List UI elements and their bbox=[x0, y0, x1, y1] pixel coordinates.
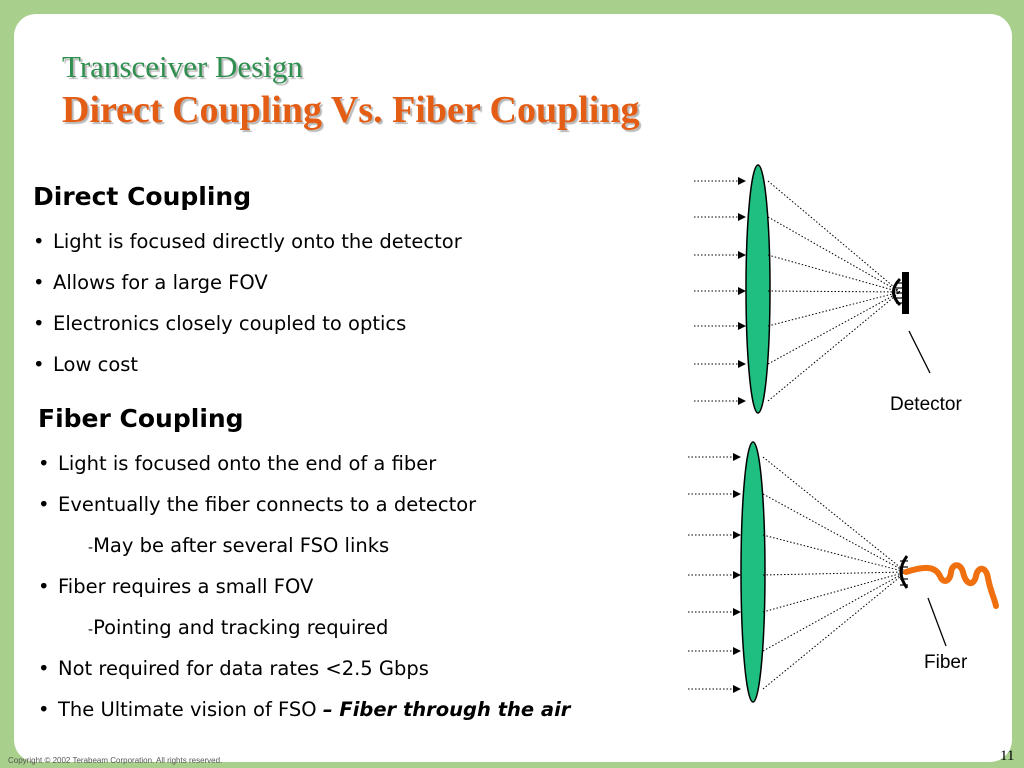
focused-ray bbox=[762, 534, 907, 573]
fiber-bullet-1: •Light is focused onto the end of a fibe… bbox=[38, 452, 437, 475]
fiber-bullet-3: •Fiber requires a small FOV bbox=[38, 575, 314, 598]
lens-shape bbox=[745, 164, 771, 414]
fiber-pointer-line bbox=[927, 597, 947, 647]
fiber-coupling-diagram bbox=[688, 441, 999, 703]
focused-ray bbox=[767, 291, 901, 327]
focused-ray bbox=[767, 290, 901, 293]
fiber-sub-bullet-2: -Pointing and tracking required bbox=[88, 616, 389, 639]
detector-label: Detector bbox=[890, 394, 962, 415]
focused-ray bbox=[767, 180, 901, 293]
detector-pointer-line bbox=[908, 330, 931, 374]
slide-background bbox=[14, 14, 1012, 762]
direct-coupling-diagram bbox=[694, 164, 931, 414]
fiber-cable bbox=[903, 562, 999, 609]
fiber-bullet-2: •Eventually the fiber connects to a dete… bbox=[38, 493, 477, 516]
fiber-label: Fiber bbox=[924, 652, 968, 673]
direct-bullet-4: •Low cost bbox=[33, 353, 139, 376]
focused-ray bbox=[762, 571, 907, 652]
focused-ray bbox=[762, 456, 907, 573]
fiber-coupling-heading: Fiber Coupling bbox=[38, 404, 244, 433]
focused-ray bbox=[767, 254, 901, 293]
fiber-sub-bullet-1: -May be after several FSO links bbox=[88, 534, 390, 557]
focused-ray bbox=[767, 291, 901, 365]
focused-ray bbox=[762, 571, 907, 690]
direct-coupling-heading: Direct Coupling bbox=[33, 182, 252, 211]
detector-bar bbox=[902, 272, 909, 314]
title-line-2: Direct Coupling Vs. Fiber Coupling bbox=[62, 89, 640, 131]
title-line-1: Transceiver Design bbox=[62, 49, 303, 84]
direct-bullet-2: •Allows for a large FOV bbox=[33, 271, 268, 294]
page-number: 11 bbox=[1000, 748, 1015, 764]
focused-ray bbox=[762, 571, 907, 576]
direct-bullet-1: •Light is focused directly onto the dete… bbox=[33, 230, 462, 253]
focused-ray bbox=[767, 216, 901, 293]
focused-ray bbox=[762, 571, 907, 613]
lens-shape bbox=[740, 441, 766, 703]
focused-ray bbox=[767, 291, 901, 402]
fiber-bullet-5: •The Ultimate vision of FSO – Fiber thro… bbox=[38, 698, 571, 721]
focused-ray bbox=[762, 493, 907, 573]
direct-bullet-3: •Electronics closely coupled to optics bbox=[33, 312, 407, 335]
copyright-footer: Copyright © 2002 Terabeam Corporation. A… bbox=[8, 756, 223, 765]
fiber-bullet-4: •Not required for data rates <2.5 Gbps bbox=[38, 657, 429, 680]
